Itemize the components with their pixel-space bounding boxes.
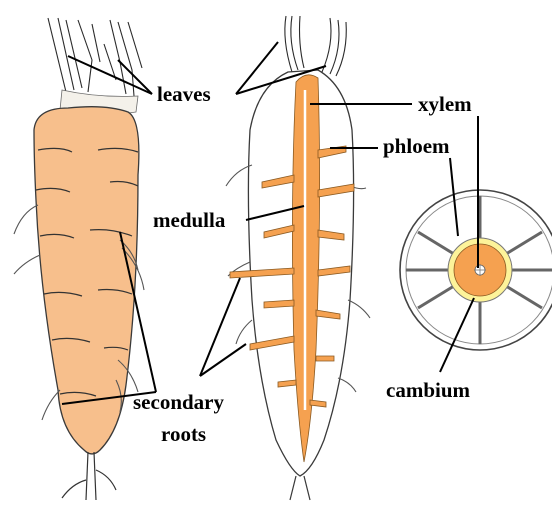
label-cambium: cambium	[386, 380, 470, 401]
label-leaves: leaves	[157, 84, 211, 105]
label-phloem: phloem	[383, 136, 450, 157]
whole-carrot	[14, 18, 144, 500]
label-xylem: xylem	[418, 94, 472, 115]
carrot-body	[34, 107, 139, 454]
longitudinal-section	[226, 16, 370, 500]
label-secondary: secondary	[133, 392, 224, 413]
whole-carrot-leaf-stalks	[48, 18, 142, 96]
whole-carrot-tap-root	[62, 452, 116, 500]
section-leaf-stalks	[285, 16, 346, 76]
label-roots: roots	[161, 424, 206, 445]
section-tap-root	[290, 476, 310, 500]
label-medulla: medulla	[153, 210, 225, 231]
cross-section	[400, 190, 552, 350]
